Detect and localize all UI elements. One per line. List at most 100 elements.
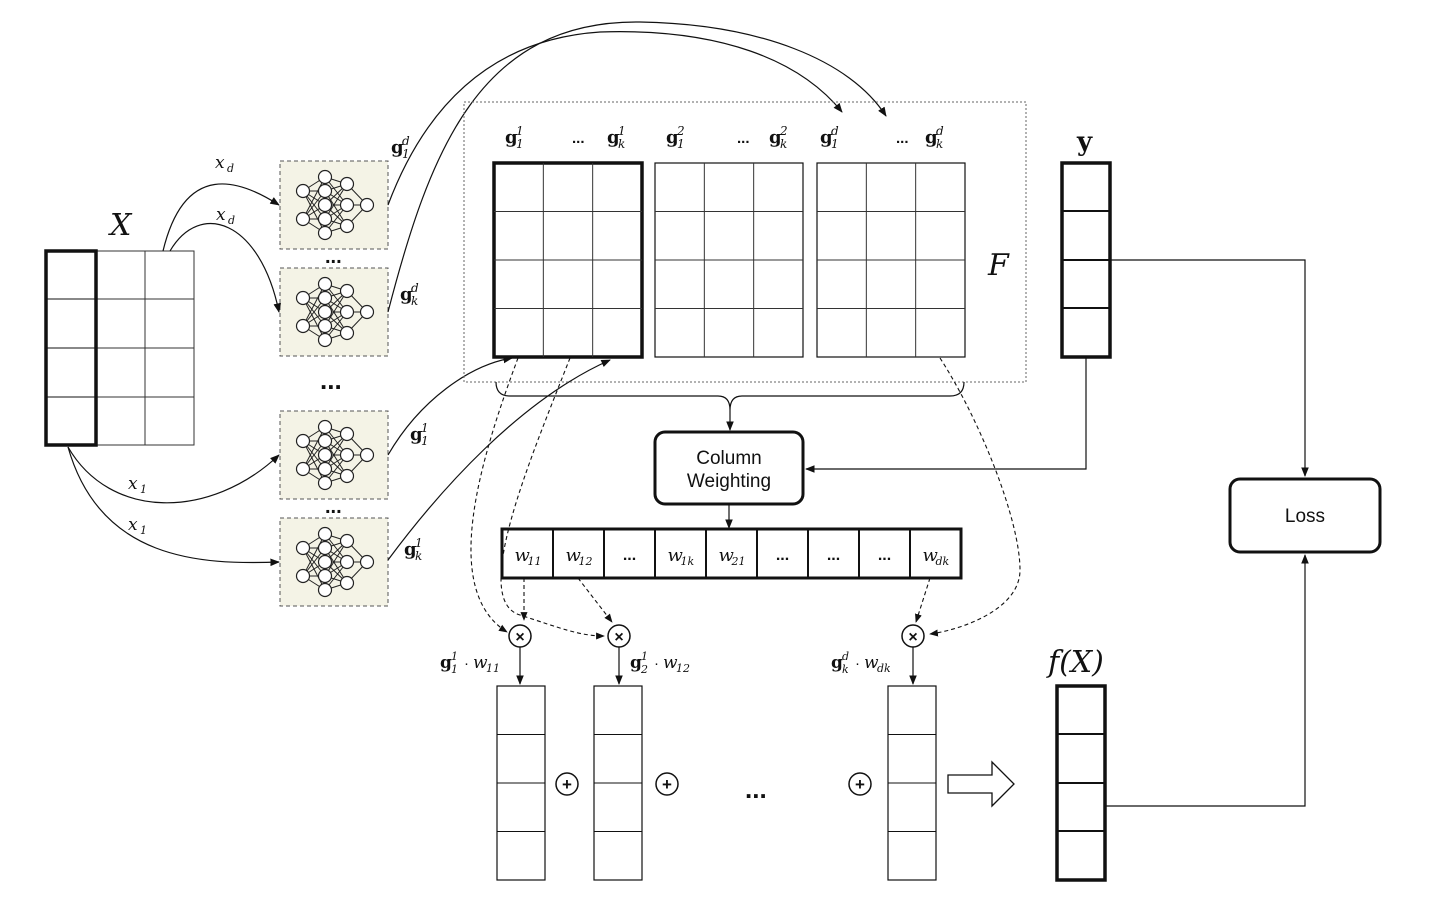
product-wsub-1: 12 bbox=[676, 662, 690, 675]
weight-sub-4: 21 bbox=[731, 555, 746, 568]
col-header-1: ... bbox=[572, 130, 585, 147]
svg-text:+: + bbox=[855, 775, 865, 794]
svg-text:+: + bbox=[562, 775, 572, 794]
col-header-6-base: g bbox=[820, 127, 833, 148]
nn-output-0-base: g bbox=[391, 137, 404, 158]
nn-output-2: g11 bbox=[410, 421, 429, 448]
product-w-1: w bbox=[663, 653, 678, 673]
svg-text:d: d bbox=[227, 162, 234, 175]
col-header-3-base: g bbox=[666, 127, 679, 148]
product-g-0: g bbox=[440, 653, 452, 673]
loss-box bbox=[1228, 477, 1382, 554]
svg-text:x: x bbox=[216, 205, 226, 225]
fx-to-loss-arrow bbox=[1106, 554, 1309, 807]
multiply-node-2: × bbox=[607, 624, 631, 648]
label-fx: f(X) bbox=[1046, 645, 1104, 680]
product-wsub-2: dk bbox=[877, 662, 891, 675]
col-header-4-dots: ... bbox=[737, 130, 750, 147]
svg-text:×: × bbox=[614, 629, 623, 646]
weight-cell-3: w1k bbox=[668, 545, 695, 568]
plus-node-1: + bbox=[555, 772, 579, 796]
weight-cell-1: w12 bbox=[566, 545, 593, 568]
weighted-column-0 bbox=[496, 685, 546, 881]
input-arrows bbox=[67, 183, 282, 567]
weighted-column-2 bbox=[887, 685, 937, 881]
weight-sub-0: 11 bbox=[528, 555, 542, 568]
nn-output-0-sub: 1 bbox=[402, 147, 410, 161]
input-matrix-x bbox=[44, 249, 195, 447]
col-header-2: g1k bbox=[607, 124, 626, 151]
svg-text:1: 1 bbox=[140, 524, 147, 537]
product-g-1: g bbox=[630, 653, 642, 673]
nn-ellipsis-bottom: ... bbox=[325, 496, 342, 518]
col-header-0: g11 bbox=[505, 124, 524, 151]
multiply-node-3: × bbox=[901, 624, 925, 648]
col-header-7-dots: ... bbox=[896, 130, 909, 147]
weight-cell-0: w11 bbox=[515, 545, 542, 568]
svg-text:x: x bbox=[128, 515, 138, 535]
product-g-2: g bbox=[831, 653, 843, 673]
nn-output-3-sub: k bbox=[415, 549, 422, 563]
svg-text:d: d bbox=[228, 214, 235, 227]
product-gsup-1: 1 bbox=[641, 650, 648, 663]
col-header-5-sub: k bbox=[780, 137, 787, 151]
feature-block-1 bbox=[492, 161, 644, 359]
weight-base-3: w bbox=[668, 545, 684, 566]
col-header-8-sup: d bbox=[936, 124, 944, 138]
col-header-5: g2k bbox=[769, 124, 788, 151]
label-x: X bbox=[108, 208, 133, 243]
neural-net-d1 bbox=[279, 160, 389, 250]
svg-text:×: × bbox=[515, 629, 524, 646]
col-header-6: gd1 bbox=[820, 124, 839, 151]
weight-base-1: w bbox=[566, 545, 582, 566]
product-dot-2: · bbox=[855, 655, 860, 672]
nn-output-0: gd1 bbox=[391, 134, 410, 161]
svg-text:x: x bbox=[215, 153, 225, 173]
weight-base-4: w bbox=[719, 545, 735, 566]
product-gsub-2: k bbox=[842, 663, 849, 676]
neural-net-dk bbox=[279, 267, 389, 357]
label-y: y bbox=[1076, 127, 1093, 157]
weight-cell-7: ... bbox=[878, 547, 891, 564]
col-header-3: g21 bbox=[666, 124, 685, 151]
col-header-6-sub: 1 bbox=[831, 137, 839, 151]
weight-cell-4: w21 bbox=[719, 545, 746, 568]
nn-output-2-sup: 1 bbox=[421, 421, 429, 435]
col-header-3-sup: 2 bbox=[676, 124, 685, 138]
weight-cell-8: wdk bbox=[923, 545, 950, 568]
col-header-2-base: g bbox=[607, 127, 620, 148]
nn-output-2-base: g bbox=[410, 424, 423, 445]
feature-matrix-f bbox=[492, 161, 966, 359]
label-xd-1: x d bbox=[215, 153, 234, 175]
product-dot-1: · bbox=[654, 655, 659, 672]
label-x1-1: x 1 bbox=[128, 474, 147, 496]
nn-output-3-base: g bbox=[404, 539, 417, 560]
col-header-4: ... bbox=[737, 130, 750, 147]
nn-output-0-sup: d bbox=[402, 134, 410, 148]
sum-ellipsis: ... bbox=[745, 774, 767, 804]
weight-dots-6: ... bbox=[827, 547, 840, 564]
feature-block-3 bbox=[816, 162, 966, 358]
weight-sub-1: 12 bbox=[579, 555, 593, 568]
nn-output-1-base: g bbox=[400, 284, 413, 305]
weight-cell-6: ... bbox=[827, 547, 840, 564]
col-header-1-dots: ... bbox=[572, 130, 585, 147]
product-gsub-0: 1 bbox=[451, 663, 458, 676]
weight-base-8: w bbox=[923, 545, 939, 566]
product-wsub-0: 11 bbox=[486, 662, 500, 675]
weight-base-0: w bbox=[515, 545, 531, 566]
weight-sub-8: dk bbox=[936, 555, 950, 568]
col-header-0-sup: 1 bbox=[516, 124, 524, 138]
loss-label: Loss bbox=[1285, 506, 1325, 527]
product-w-2: w bbox=[864, 653, 879, 673]
col-header-2-sub: k bbox=[618, 137, 625, 151]
col-header-6-sup: d bbox=[831, 124, 839, 138]
col-header-8: gdk bbox=[925, 124, 944, 151]
col-header-0-base: g bbox=[505, 127, 518, 148]
